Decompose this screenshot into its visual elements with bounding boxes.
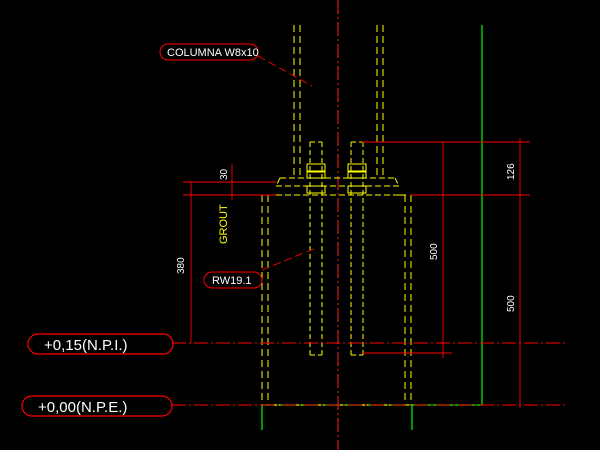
- npe-level-label: +0,00(N.P.E.): [38, 399, 127, 416]
- leader-lines: [257, 55, 317, 271]
- dim-500-inner-label: 500: [429, 243, 440, 260]
- dim-380-label: 380: [176, 257, 187, 274]
- dim-30-label: 30: [219, 168, 230, 180]
- column-flanges: [293, 25, 384, 178]
- npi-level-frame: [27, 333, 174, 355]
- npe-level-frame: [21, 395, 173, 417]
- npi-level-label: +0,15(N.P.I.): [44, 337, 128, 354]
- dimension-lines: [183, 138, 530, 408]
- base-plate: [275, 177, 400, 196]
- dim-126-label: 126: [506, 163, 517, 180]
- column-label-frame: [159, 43, 259, 61]
- column-label: COLUMNA W8x10: [167, 47, 259, 59]
- dim-500-outer-label: 500: [506, 295, 517, 312]
- grout-label: GROUT: [218, 204, 230, 244]
- weld-label-frame: [203, 271, 263, 289]
- weld-label: RW19.1: [212, 275, 252, 287]
- bolt-nuts: [306, 163, 367, 194]
